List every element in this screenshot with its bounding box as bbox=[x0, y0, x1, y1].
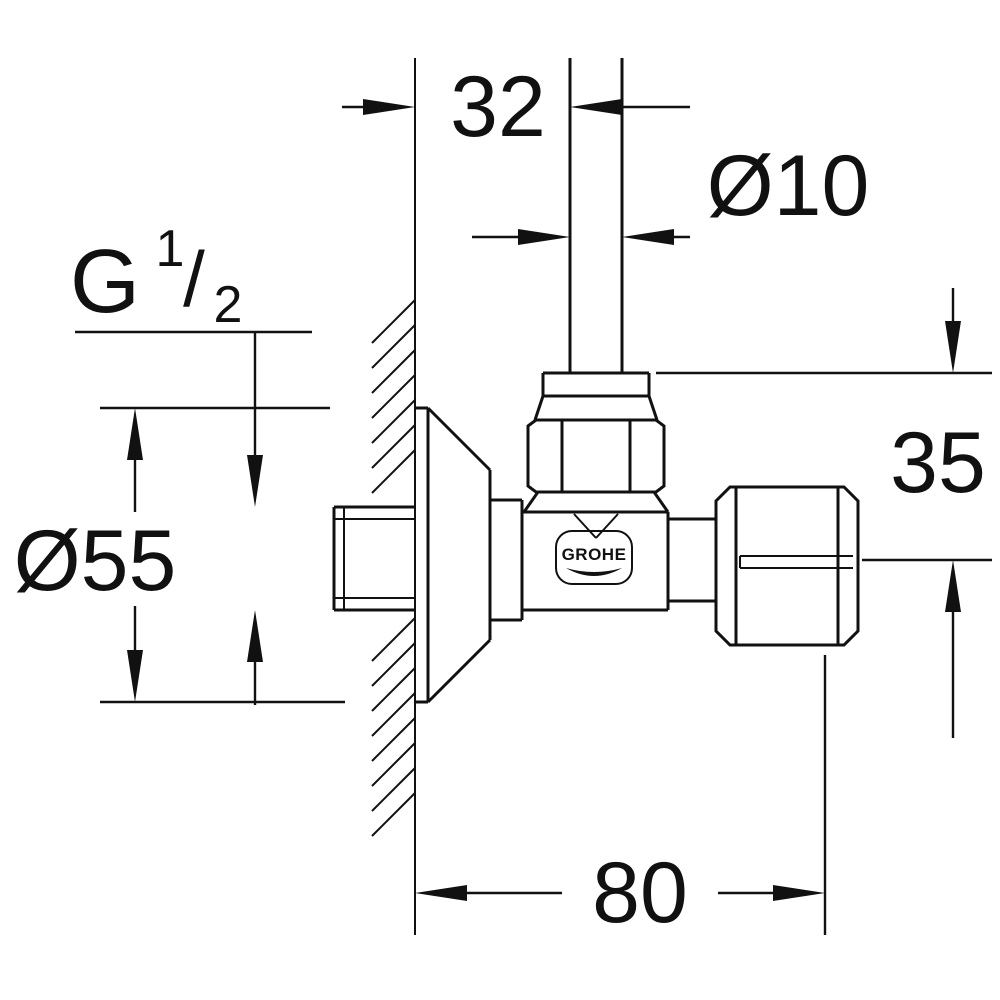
dimension-label-32: 32 bbox=[450, 59, 546, 155]
arrowhead-left bbox=[415, 885, 467, 901]
handle-slot bbox=[739, 555, 853, 569]
dimension-label-flange-diameter: Ø55 bbox=[14, 513, 177, 609]
arrowhead-down bbox=[945, 321, 961, 373]
arrowhead-left bbox=[622, 229, 674, 245]
threaded-nipple bbox=[332, 505, 415, 612]
dimension-thread-size: G 1 / 2 bbox=[70, 220, 312, 705]
inlet-collar bbox=[488, 498, 524, 622]
arrowhead-down bbox=[127, 650, 143, 702]
outlet-stub bbox=[668, 517, 718, 603]
dimension-label-35: 35 bbox=[890, 415, 986, 511]
dimension-pipe-diameter: Ø10 bbox=[472, 138, 869, 245]
thread-label-numerator: 1 bbox=[156, 220, 185, 278]
thread-label-slash: / bbox=[183, 235, 205, 323]
arrowhead-right bbox=[773, 885, 825, 901]
wall-hatching bbox=[371, 299, 416, 837]
handle-knob bbox=[714, 485, 860, 647]
compression-fitting-collar bbox=[533, 371, 659, 421]
arrowhead-right bbox=[363, 99, 415, 115]
grohe-badge: GROHE bbox=[555, 530, 633, 585]
arrowhead-right bbox=[518, 229, 570, 245]
arrowhead-left bbox=[570, 99, 622, 115]
arrowhead-up bbox=[127, 408, 143, 460]
dimension-depth-80: 80 bbox=[415, 655, 827, 941]
dimension-label-pipe-diameter: Ø10 bbox=[707, 138, 870, 234]
dimension-height-35: 35 bbox=[656, 288, 992, 738]
thread-label-denominator: 2 bbox=[214, 276, 243, 334]
compression-nut bbox=[522, 418, 670, 513]
arrowhead-up bbox=[945, 560, 961, 612]
dimension-flange-diameter: Ø55 bbox=[14, 406, 345, 704]
arrowhead-up bbox=[247, 610, 263, 662]
wall-flange bbox=[415, 406, 492, 704]
thread-label-g: G bbox=[70, 232, 140, 332]
grohe-swoosh-icon bbox=[566, 568, 622, 576]
dimension-width-32: 32 bbox=[342, 59, 690, 155]
grohe-logo-text: GROHE bbox=[562, 545, 627, 564]
dimension-label-80: 80 bbox=[592, 845, 688, 941]
arrowhead-down bbox=[247, 455, 263, 507]
